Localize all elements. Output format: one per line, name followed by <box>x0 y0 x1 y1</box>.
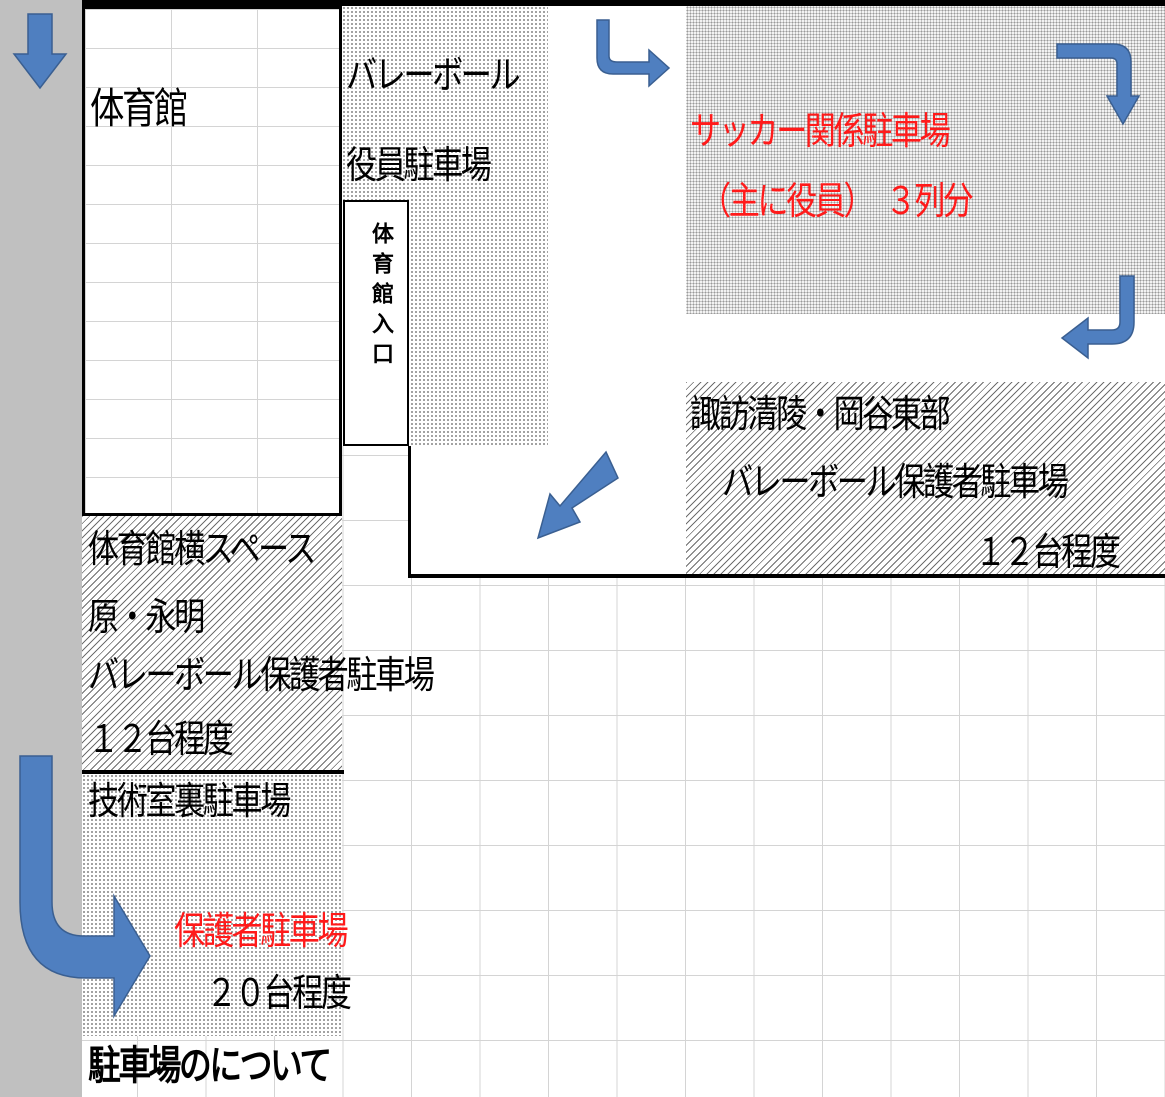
side-space-label: 体育館横スペース <box>88 527 316 571</box>
tech-room-label: 技術室裏駐車場 <box>88 779 291 823</box>
gym-entrance-label: 体育館入口 <box>368 222 393 372</box>
side-space-divider <box>82 770 344 774</box>
gym-label: 体育館 <box>90 84 188 133</box>
bent-arrow-left-icon <box>1060 275 1135 360</box>
suwa-count-label: １２台程度 <box>975 530 1121 574</box>
diagonal-arrow-icon <box>536 450 619 540</box>
driveway-top-white <box>548 6 686 576</box>
soccer-label: サッカー関係駐車場 <box>690 109 951 153</box>
bent-arrow-down-icon <box>1056 43 1141 126</box>
side-count-label: １２台程度 <box>88 717 234 761</box>
officials-parking-label: 役員駐車場 <box>346 143 492 187</box>
suwa-parking-label: バレーボール保護者駐車場 <box>722 460 1069 504</box>
schools-label: 原・永明 <box>88 595 205 639</box>
gym-entrance-box <box>343 200 409 446</box>
footer-title: 駐車場のについて <box>88 1043 332 1089</box>
side-parking-label: バレーボール保護者駐車場 <box>88 653 435 697</box>
parent-parking-label: 保護者駐車場 <box>174 909 349 953</box>
suwa-parking <box>686 382 1165 576</box>
suwa-label: 諏訪清陵・岡谷東部 <box>690 392 951 436</box>
driveway-area <box>410 446 550 576</box>
upper-section-bottom <box>408 574 1165 578</box>
gym-building <box>82 6 342 516</box>
arrow-down-icon <box>12 13 68 90</box>
bent-arrow-right-icon <box>596 19 671 88</box>
upper-section-border <box>408 446 411 578</box>
parent-count-label: ２０台程度 <box>206 971 352 1015</box>
volleyball-label: バレーボール <box>346 53 521 97</box>
side-space-parking <box>82 516 342 770</box>
top-border <box>82 0 1165 6</box>
soccer-sub-label: （主に役員） ３列分 <box>700 179 974 223</box>
curved-arrow-right-icon <box>19 755 151 1019</box>
